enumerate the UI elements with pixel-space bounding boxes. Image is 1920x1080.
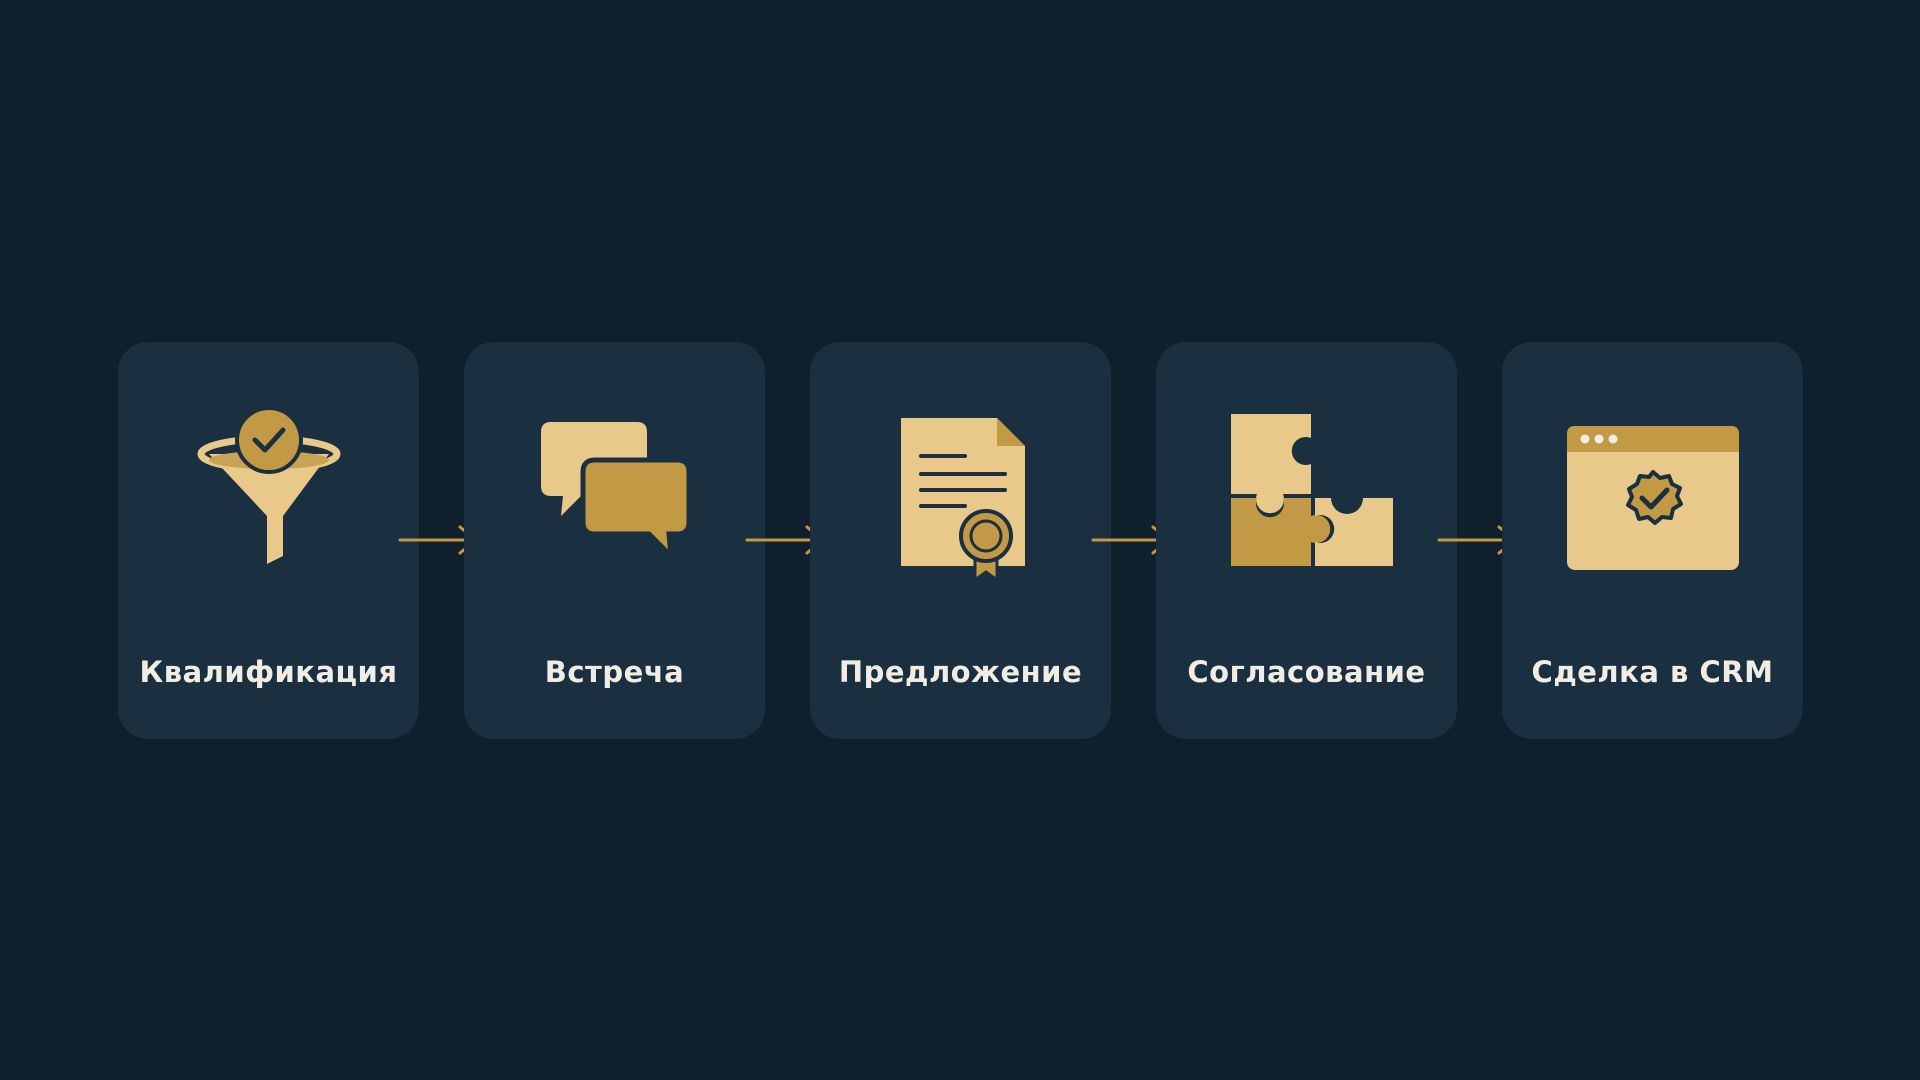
step-label: Встреча [544, 655, 685, 689]
step-label: Согласование [1187, 655, 1426, 689]
step-card-crm-deal: Сделка в CRM [1502, 342, 1803, 739]
step-card-agreement: Согласование [1156, 342, 1457, 739]
step-card-qualification: Квалификация [118, 342, 419, 739]
certificate-document-icon [810, 404, 1111, 584]
browser-verified-icon [1502, 404, 1803, 584]
funnel-check-icon [118, 404, 419, 584]
puzzle-pieces-icon [1156, 404, 1457, 584]
step-card-meeting: Встреча [464, 342, 765, 739]
step-label: Сделка в CRM [1531, 655, 1774, 689]
step-label: Предложение [838, 655, 1083, 689]
step-label: Квалификация [139, 655, 398, 689]
step-card-proposal: Предложение [810, 342, 1111, 739]
chat-bubbles-icon [464, 404, 765, 584]
